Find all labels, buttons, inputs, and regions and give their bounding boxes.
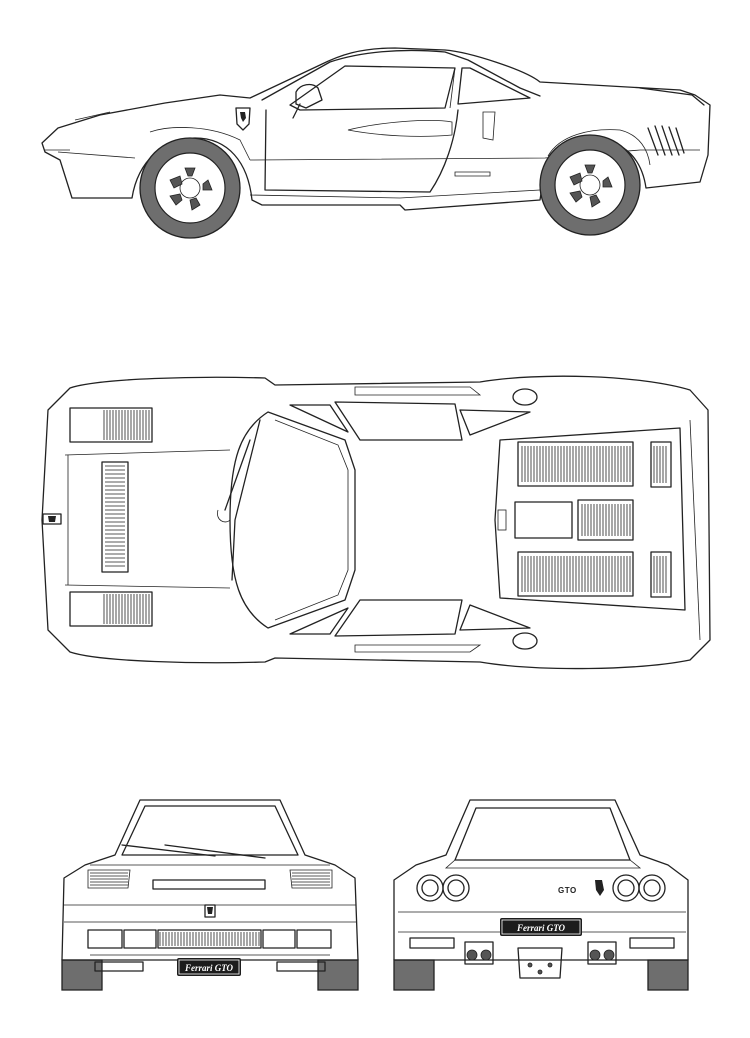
- prancing-horse-icon: [204, 904, 216, 918]
- front-plate-text: Ferrari GTO: [184, 963, 234, 973]
- rear-body: [393, 799, 689, 991]
- prancing-horse-icon: [235, 107, 251, 131]
- rear-emblem-text: GTO: [558, 886, 577, 895]
- front-body: [61, 799, 359, 991]
- top-vent-slats: [103, 410, 667, 624]
- top-body: [41, 375, 711, 670]
- front-grille-slats: [90, 872, 330, 946]
- prancing-horse-icon: [42, 513, 62, 525]
- prancing-horse-icon: [595, 880, 604, 896]
- rear-plate-text: Ferrari GTO: [516, 923, 566, 933]
- front-license-plate: Ferrari GTO: [177, 958, 241, 976]
- svg-text:GTO: GTO: [558, 886, 577, 895]
- side-front-wheel: [139, 137, 241, 239]
- side-rear-wheel: [539, 134, 641, 236]
- rear-license-plate: Ferrari GTO: [500, 918, 582, 936]
